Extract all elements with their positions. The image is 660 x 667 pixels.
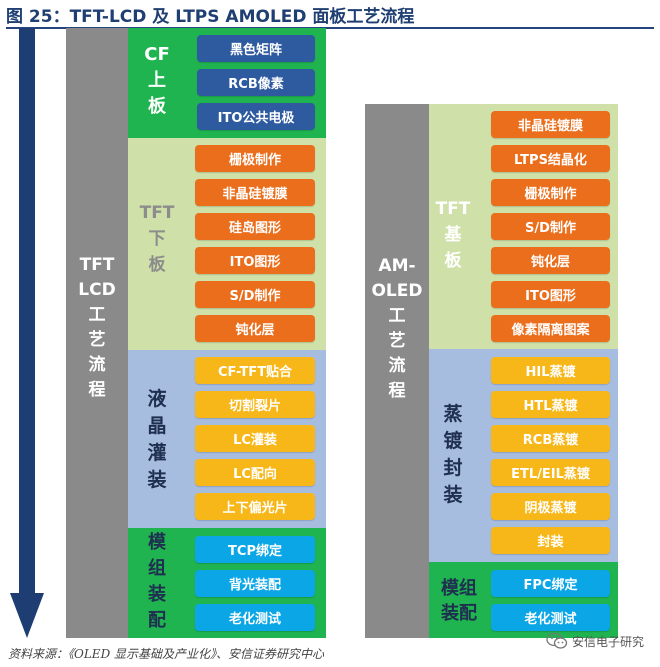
lcd-tft-step: 非晶硅镀膜 [195,179,315,206]
amoled-module-step: 老化测试 [491,604,610,631]
lcd-cf-step: 黑色矩阵 [197,35,315,62]
lcd-module-section: 模 组 装 配 TCP绑定 背光装配 老化测试 [128,528,326,638]
lcd-tft-step: S/D制作 [195,281,315,308]
watermark-text: 安信电子研究 [571,634,644,649]
amoled-column-label: AM- OLED 工 艺 流 程 [371,256,423,401]
arrow-head [10,593,44,638]
source-note: 资料来源：《OLED 显示基础及产业化》、安信证券研究中心 [8,647,325,661]
lcd-module-label: 模 组 装 配 [148,532,166,631]
lcd-module-step: 背光装配 [195,570,315,597]
amoled-tft-section: TFT 基 板 非晶硅镀膜 LTPS结晶化 栅极制作 S/D制作 钝化层 ITO… [429,104,618,349]
amoled-module-step: FPC绑定 [491,570,610,597]
arrow-shaft [19,28,35,593]
title-divider [6,27,654,29]
figure-title: 图 25：TFT-LCD 及 LTPS AMOLED 面板工艺流程 [6,7,415,27]
amoled-evap-step: 阴极蒸镀 [491,493,610,520]
lcd-cf-section: CF 上 板 黑色矩阵 RCB像素 ITO公共电极 [128,28,326,138]
lcd-tft-step: 栅极制作 [195,145,315,172]
lcd-lc-section: 液 晶 灌 装 CF-TFT贴合 切割裂片 LC灌装 LC配向 上下偏光片 [128,350,326,528]
amoled-evap-step: ETL/EIL蒸镀 [491,459,610,486]
amoled-tft-step: 像素隔离图案 [491,315,610,342]
lcd-column-label: TFT LCD 工 艺 流 程 [78,255,116,400]
lcd-process-column: TFT LCD 工 艺 流 程 [66,28,128,638]
amoled-tft-step: 栅极制作 [491,179,610,206]
amoled-evap-step: RCB蒸镀 [491,425,610,452]
amoled-evap-section: 蒸 镀 封 装 HIL蒸镀 HTL蒸镀 RCB蒸镀 ETL/EIL蒸镀 阴极蒸镀… [429,349,618,562]
amoled-tft-step: LTPS结晶化 [491,145,610,172]
watermark: 安信电子研究 [546,632,644,650]
lcd-tft-step: ITO图形 [195,247,315,274]
amoled-process-column: AM- OLED 工 艺 流 程 [365,104,429,638]
lcd-tft-section: TFT 下 板 栅极制作 非晶硅镀膜 硅岛图形 ITO图形 S/D制作 钝化层 [128,138,326,350]
amoled-evap-label: 蒸 镀 封 装 [443,403,463,506]
lcd-lc-step: 切割裂片 [195,391,315,418]
lcd-tft-step: 硅岛图形 [195,213,315,240]
amoled-tft-label: TFT 基 板 [435,199,471,271]
amoled-tft-step: ITO图形 [491,281,610,308]
amoled-tft-step: 钝化层 [491,247,610,274]
lcd-lc-step: LC灌装 [195,425,315,452]
amoled-tft-step: S/D制作 [491,213,610,240]
lcd-cf-step: RCB像素 [197,69,315,96]
lcd-module-step: 老化测试 [195,604,315,631]
amoled-evap-step: HTL蒸镀 [491,391,610,418]
wechat-icon [546,632,568,649]
lcd-module-step: TCP绑定 [195,536,315,563]
process-flow-arrow [10,28,44,638]
lcd-tft-step: 钝化层 [195,315,315,342]
lcd-cf-step: ITO公共电极 [197,103,315,130]
lcd-cf-label: CF 上 板 [144,44,170,117]
amoled-tft-step: 非晶硅镀膜 [491,111,610,138]
amoled-evap-step: HIL蒸镀 [491,357,610,384]
lcd-lc-step: CF-TFT贴合 [195,357,315,384]
lcd-lc-label: 液 晶 灌 装 [147,388,167,491]
amoled-evap-step: 封装 [491,527,610,554]
lcd-tft-label: TFT 下 板 [139,203,175,275]
lcd-lc-step: 上下偏光片 [195,493,315,520]
lcd-lc-step: LC配向 [195,459,315,486]
amoled-module-label: 模组 装配 [441,578,477,624]
amoled-module-section: 模组 装配 FPC绑定 老化测试 [429,562,618,638]
